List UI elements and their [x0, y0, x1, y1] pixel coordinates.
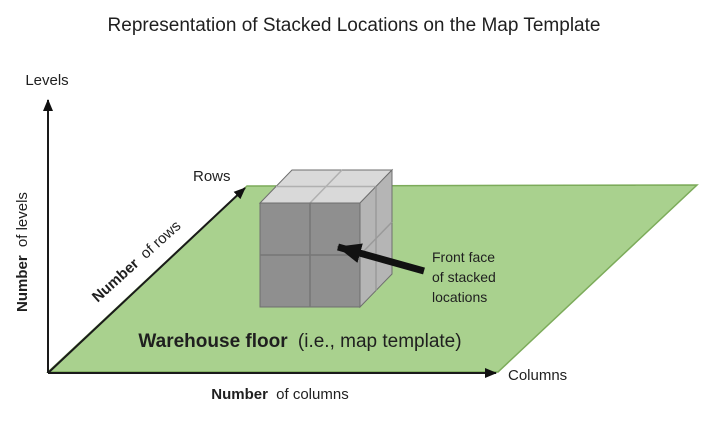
- columns-axis-caption: Number of columns: [211, 386, 348, 403]
- columns-axis-caption-bold: Number: [211, 386, 268, 403]
- levels-axis-caption-bold: Number: [14, 255, 31, 312]
- callout-line-1: Front face: [432, 249, 495, 265]
- callout-line-3: locations: [432, 289, 487, 305]
- rows-axis-title: Rows: [193, 168, 231, 185]
- front-face-callout-arrow: [337, 243, 425, 275]
- rows-axis-line: [47, 187, 246, 374]
- columns-axis-title: Columns: [508, 367, 567, 384]
- diagram-title: Representation of Stacked Locations on t…: [108, 15, 601, 36]
- stacked-locations-cube: [258, 168, 394, 309]
- warehouse-floor-label-bold: Warehouse floor: [138, 331, 288, 352]
- levels-axis-title: Levels: [25, 72, 68, 89]
- front-face-callout-text: Front face of stacked locations: [432, 249, 496, 305]
- levels-axis-caption-rest: of levels: [14, 192, 31, 247]
- columns-axis-caption-rest: of columns: [276, 386, 349, 403]
- warehouse-floor-label-rest: (i.e., map template): [298, 331, 462, 352]
- warehouse-floor-label: Warehouse floor (i.e., map template): [138, 331, 461, 352]
- callout-line-2: of stacked: [432, 269, 496, 285]
- levels-axis-caption: Number of levels: [14, 192, 31, 312]
